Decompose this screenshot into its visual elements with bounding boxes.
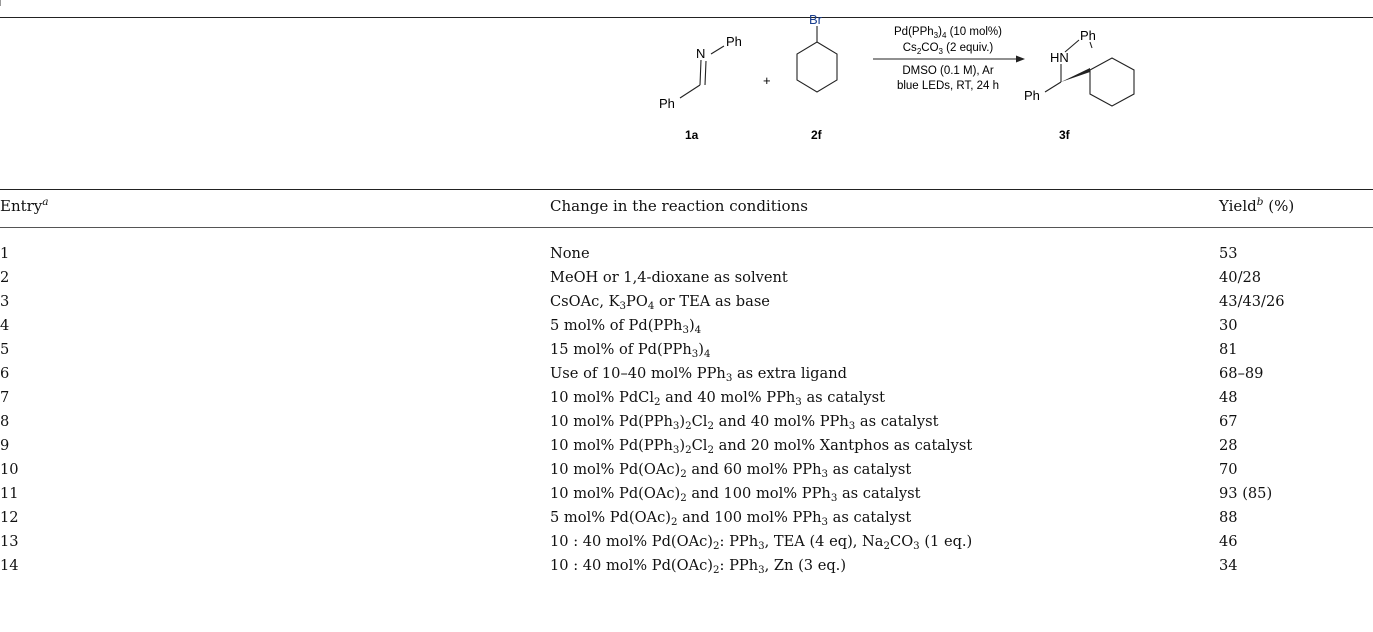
reaction-arrow [873, 55, 1025, 63]
change-cell: 10 mol% Pd(PPh3)2Cl2 and 40 mol% PPh3 as… [550, 413, 939, 432]
label-1a: 1a [685, 128, 699, 142]
reaction-scheme: N Ph Ph 1a + Br 2f Pd(PPh3)4 (10 mol%) C… [659, 12, 1135, 142]
label-3f: 3f [1059, 128, 1071, 142]
change-cell: None [550, 245, 590, 262]
atom-br: Br [809, 12, 823, 27]
atom-ph-3: Ph [1080, 28, 1096, 43]
condition-line-2: Cs2CO3 (2 equiv.) [903, 42, 994, 56]
atom-ph-1: Ph [726, 34, 742, 49]
change-cell: 10 mol% Pd(OAc)2 and 60 mol% PPh3 as cat… [550, 461, 912, 480]
atom-ph-4: Ph [1024, 88, 1040, 103]
change-cell: MeOH or 1,4-dioxane as solvent [550, 269, 788, 286]
change-cell: CsOAc, K3PO4 or TEA as base [550, 293, 770, 312]
change-cell: 10 mol% Pd(PPh3)2Cl2 and 20 mol% Xantpho… [550, 437, 973, 456]
change-cell: 10 : 40 mol% Pd(OAc)2: PPh3, TEA (4 eq),… [550, 533, 973, 552]
header-bottom-rule [0, 227, 1373, 228]
bromocyclohexane-structure-2f [796, 26, 838, 93]
header-yield: Yieldb (%) [1219, 196, 1295, 215]
condition-line-1: Pd(PPh3)4 (10 mol%) [894, 26, 1002, 40]
page-corner-mark [0, 0, 9, 6]
condition-line-3: DMSO (0.1 M), Ar [902, 65, 994, 77]
atom-ph-2: Ph [659, 96, 675, 111]
change-cell: Use of 10–40 mol% PPh3 as extra ligand [550, 365, 847, 384]
table-top-rule [0, 17, 1373, 18]
atom-n: N [696, 46, 705, 61]
atom-hn: HN [1050, 50, 1069, 65]
wedge-bond [1061, 68, 1090, 82]
header-entry: Entrya [0, 196, 49, 215]
change-cell: 10 mol% PdCl2 and 40 mol% PPh3 as cataly… [550, 389, 885, 408]
change-cell: 15 mol% of Pd(PPh3)4 [550, 341, 711, 360]
condition-line-4: blue LEDs, RT, 24 h [897, 80, 999, 92]
plus-sign: + [763, 73, 771, 88]
product-structure-3f [1044, 39, 1135, 107]
label-2f: 2f [811, 128, 823, 142]
change-cell: 10 mol% Pd(OAc)2 and 100 mol% PPh3 as ca… [550, 485, 921, 504]
change-cell: 10 : 40 mol% Pd(OAc)2: PPh3, Zn (3 eq.) [550, 557, 847, 576]
header-top-rule [0, 189, 1373, 190]
header-change: Change in the reaction conditions [550, 197, 808, 215]
change-cell: 5 mol% Pd(OAc)2 and 100 mol% PPh3 as cat… [550, 509, 912, 528]
imine-structure-1a [679, 45, 725, 99]
change-cell: 5 mol% of Pd(PPh3)4 [550, 317, 702, 336]
